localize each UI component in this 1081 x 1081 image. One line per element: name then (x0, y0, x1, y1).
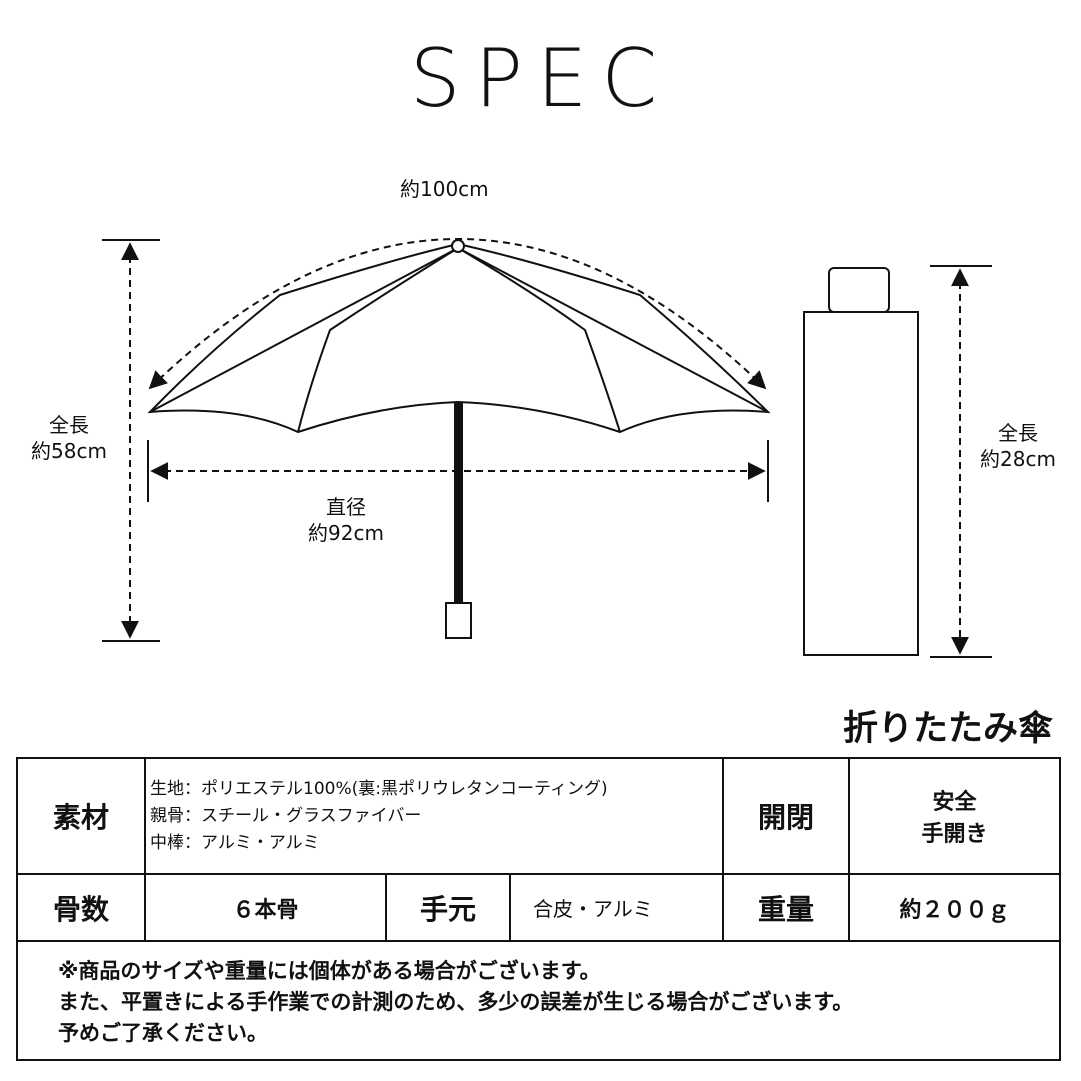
ribs-header: 骨数 (16, 873, 146, 942)
folded-length-title: 全長 (998, 421, 1038, 445)
product-type: 折りたたみ傘 (842, 709, 1053, 749)
handle-value: 合皮・アルミ (509, 873, 724, 942)
folded-length-value: 約28cm (980, 447, 1056, 471)
diameter-value: 約92cm (308, 521, 384, 545)
open-length-dimension (102, 239, 160, 642)
umbrella-diagram (102, 238, 992, 658)
handle-header: 手元 (385, 873, 511, 942)
diameter-label: 直径 約92cm (290, 494, 402, 546)
material-ribs: 親骨：スチール・グラスファイバー (150, 805, 422, 826)
arc-length-label: 約100cm (400, 177, 489, 201)
opening-value: 安全 手開き (848, 757, 1061, 875)
open-length-title: 全長 (49, 413, 89, 437)
notes-cell: ※商品のサイズや重量には個体がある場合がございます。 また、平置きによる手作業で… (16, 940, 1061, 1061)
table-row: 骨数 ６本骨 手元 合皮・アルミ 重量 約２００ｇ (16, 873, 1061, 942)
note-line-2: また、平置きによる手作業での計測のため、多少の誤差が生じる場合がございます。 (58, 990, 854, 1014)
diameter-dimension (147, 440, 769, 502)
opening-value-line2: 手開き (921, 822, 988, 847)
spec-table: 素材 生地：ポリエステル100%(裏:黒ポリウレタンコーティング) 親骨：スチー… (16, 757, 1061, 1061)
diameter-title: 直径 (326, 495, 366, 519)
open-length-value: 約58cm (31, 439, 107, 463)
note-line-1: ※商品のサイズや重量には個体がある場合がございます。 (58, 959, 601, 983)
material-fabric: 生地：ポリエステル100%(裏:黒ポリウレタンコーティング) (150, 778, 608, 799)
material-details: 生地：ポリエステル100%(裏:黒ポリウレタンコーティング) 親骨：スチール・グ… (144, 757, 724, 875)
note-line-3: 予めご了承ください。 (58, 1021, 268, 1045)
folded-length-label: 全長 約28cm (962, 420, 1074, 472)
folded-umbrella-icon (803, 267, 919, 656)
open-length-label: 全長 約58cm (14, 412, 124, 464)
weight-value: 約２００ｇ (848, 873, 1061, 942)
weight-header: 重量 (722, 873, 850, 942)
open-umbrella-icon (147, 239, 771, 639)
table-row: 素材 生地：ポリエステル100%(裏:黒ポリウレタンコーティング) 親骨：スチー… (16, 757, 1061, 875)
folded-length-dimension (930, 265, 992, 658)
material-shaft: 中棒：アルミ・アルミ (150, 832, 320, 853)
opening-header: 開閉 (722, 757, 850, 875)
table-row: ※商品のサイズや重量には個体がある場合がございます。 また、平置きによる手作業で… (16, 940, 1061, 1061)
arc-dimension-line (148, 238, 767, 390)
ribs-value: ６本骨 (144, 873, 387, 942)
material-header: 素材 (16, 757, 146, 875)
page-title: SPEC (409, 32, 672, 125)
opening-value-line1: 安全 (932, 790, 977, 815)
